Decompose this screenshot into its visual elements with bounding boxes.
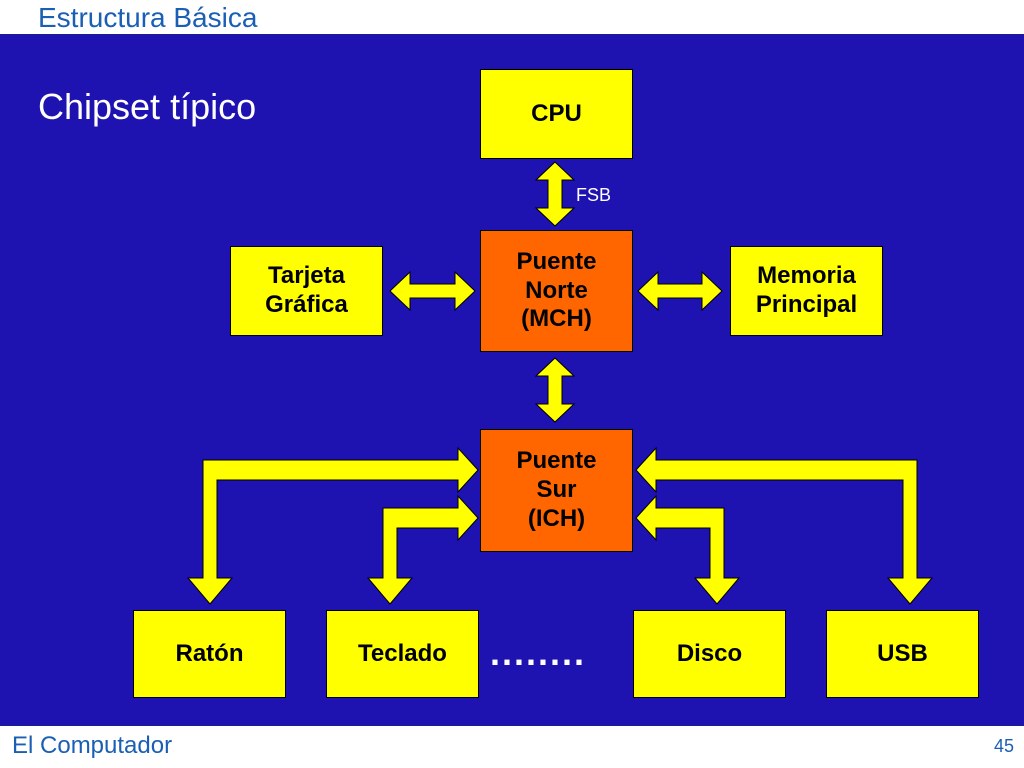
- arrow-southbridge-mouse: [186, 446, 479, 605]
- main-memory-box: Memoria Principal: [730, 246, 883, 336]
- south-bridge-box: Puente Sur (ICH): [480, 429, 633, 552]
- page-number: 45: [993, 736, 1014, 756]
- footer-divider: [0, 724, 1024, 726]
- arrow-northbridge-southbridge: [534, 357, 576, 423]
- arrow-southbridge-disk: [635, 494, 741, 605]
- header-title: Estructura Básica: [38, 2, 258, 33]
- slide-subtitle: Chipset típico: [38, 86, 257, 127]
- graphics-card-box: Tarjeta Gráfica: [230, 246, 383, 336]
- cpu-box: CPU: [480, 69, 633, 159]
- footer-title: El Computador: [12, 732, 173, 759]
- ellipsis-dots: ........: [490, 632, 587, 673]
- arrow-graphics-northbridge: [389, 270, 476, 312]
- usb-box: USB: [826, 610, 979, 698]
- disk-box: Disco: [633, 610, 786, 698]
- arrow-northbridge-memory: [637, 270, 723, 312]
- arrow-southbridge-keyboard: [366, 494, 479, 605]
- header-divider: [0, 34, 1024, 36]
- arrow-cpu-northbridge: [534, 161, 576, 227]
- keyboard-box: Teclado: [326, 610, 479, 698]
- arrow-southbridge-usb: [635, 446, 934, 605]
- north-bridge-box: Puente Norte (MCH): [480, 230, 633, 352]
- mouse-box: Ratón: [133, 610, 286, 698]
- fsb-label: FSB: [576, 185, 612, 205]
